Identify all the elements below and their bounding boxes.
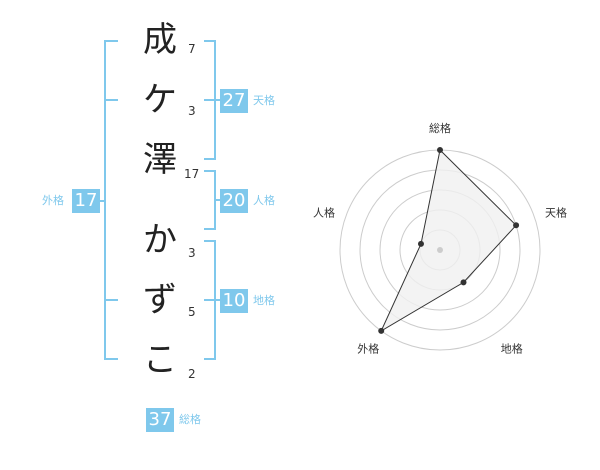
gaikaku-badge: 17 xyxy=(72,189,100,213)
stroke-count: 5 xyxy=(188,305,196,319)
bracket-tick xyxy=(104,99,118,101)
name-char: か xyxy=(143,220,177,260)
radar-point-1 xyxy=(513,222,520,229)
bracket-tick xyxy=(204,99,216,101)
stroke-count: 17 xyxy=(184,167,200,181)
stroke-count: 2 xyxy=(188,367,196,381)
jinkaku-badge: 20 xyxy=(220,189,248,213)
bracket-tick xyxy=(104,299,118,301)
stroke-count: 7 xyxy=(188,42,196,56)
name-char: ケ xyxy=(143,80,177,120)
name-char: 成 xyxy=(143,20,177,60)
stroke-count: 3 xyxy=(188,104,196,118)
name-char: 澤 xyxy=(143,140,177,180)
chikaku-badge: 10 xyxy=(220,289,248,313)
jinkaku-connector xyxy=(214,199,220,201)
stroke-count: 3 xyxy=(188,246,196,260)
radar-axis-label: 外格 xyxy=(357,342,379,356)
tenkaku-label: 天格 xyxy=(253,94,275,107)
tenkaku-badge: 27 xyxy=(220,89,248,113)
tenkaku-connector xyxy=(214,99,220,101)
chikaku-connector xyxy=(214,299,220,301)
radar-axis-label: 天格 xyxy=(545,205,567,219)
radar-point-4 xyxy=(417,240,424,247)
radar-center-dot xyxy=(437,247,443,253)
radar-axis-label: 人格 xyxy=(313,205,335,219)
radar-point-0 xyxy=(437,147,443,153)
gaikaku-label: 外格 xyxy=(42,194,64,207)
soukaku-badge: 37 xyxy=(146,408,174,432)
bracket-tick xyxy=(204,299,216,301)
name-char: ず xyxy=(143,280,177,320)
radar-point-3 xyxy=(378,327,385,334)
radar-axis-label: 地格 xyxy=(501,342,523,356)
name-char: こ xyxy=(143,340,177,380)
chikaku-label: 地格 xyxy=(253,294,275,307)
radar-point-2 xyxy=(460,279,467,286)
radar-axis-label: 総格 xyxy=(429,121,451,135)
radar-series-polygon xyxy=(380,148,517,333)
jinkaku-label: 人格 xyxy=(253,194,275,207)
soukaku-label: 総格 xyxy=(179,413,201,426)
gaikaku-connector xyxy=(100,200,106,202)
